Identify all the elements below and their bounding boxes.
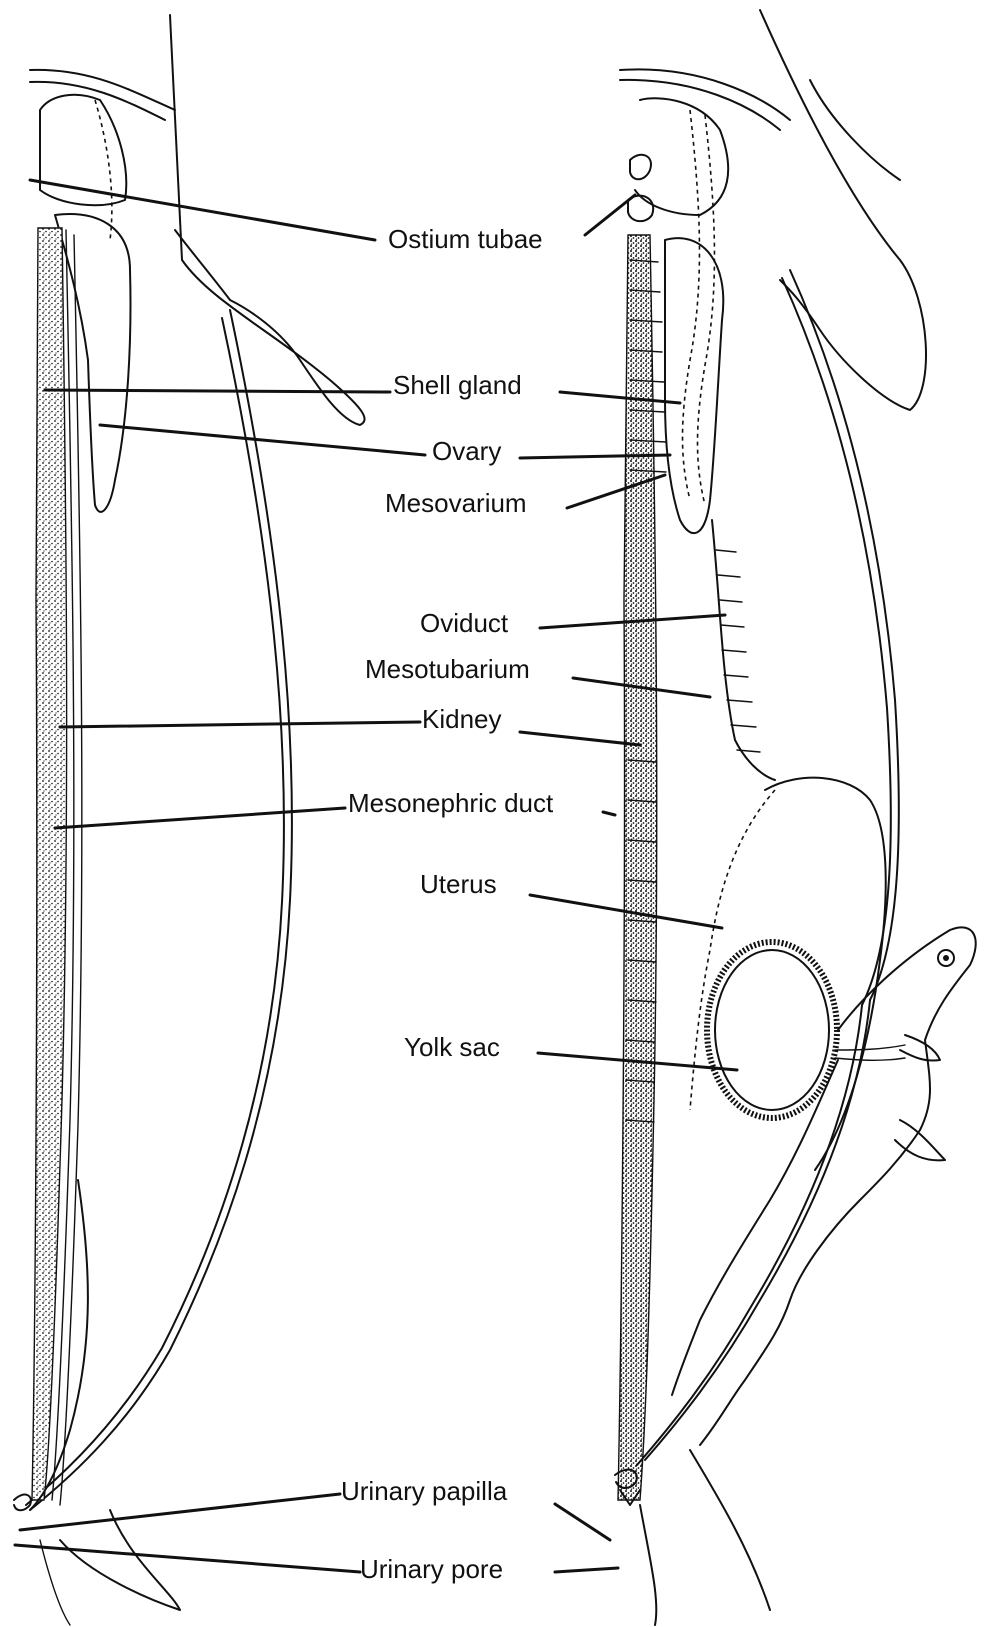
- label-yolk-sac: Yolk sac: [404, 1032, 500, 1062]
- embryo-pupil: [943, 955, 949, 961]
- label-oviduct: Oviduct: [420, 608, 509, 638]
- leader-ovary-left: [100, 425, 425, 455]
- leader-mesonephric-left: [55, 808, 345, 828]
- right-body-wall-top-b: [620, 80, 780, 130]
- leader-ostium-right: [585, 195, 635, 235]
- label-urinary-pore: Urinary pore: [360, 1554, 503, 1584]
- right-fin-inner: [810, 80, 900, 180]
- right-shell-gland-ovary: [665, 238, 723, 533]
- leader-mesonephric-right: [603, 812, 615, 815]
- label-urinary-papilla: Urinary papilla: [341, 1476, 508, 1506]
- left-tail-fin: [60, 1510, 180, 1610]
- yolk-sac-shell: [707, 942, 837, 1118]
- right-tail-edge-a: [640, 1505, 656, 1625]
- left-kidney-strip: [32, 228, 67, 1500]
- right-outer-wall-b: [782, 278, 891, 1005]
- left-inner-wall-a: [30, 310, 292, 1510]
- yolk-stalk-a: [835, 1045, 905, 1050]
- label-ostium-tubae: Ostium tubae: [388, 224, 543, 254]
- leader-kidney-left: [60, 722, 420, 727]
- embryo-pectoral-fin: [900, 1035, 940, 1061]
- label-mesonephric-duct: Mesonephric duct: [348, 788, 554, 818]
- label-shell-gland: Shell gland: [393, 370, 522, 400]
- label-mesovarium: Mesovarium: [385, 488, 527, 518]
- leader-kidney-right: [520, 732, 640, 745]
- leader-ostium-left: [30, 180, 375, 240]
- leader-urinary-pore-left: [15, 1545, 360, 1572]
- leader-urinary-papilla-right: [555, 1504, 610, 1540]
- right-oviduct-dashed-b: [698, 115, 715, 505]
- label-mesotubarium: Mesotubarium: [365, 654, 530, 684]
- yolk-stalk-b: [835, 1058, 905, 1060]
- label-uterus: Uterus: [420, 869, 497, 899]
- right-kidney-strip: [618, 235, 657, 1500]
- right-ostium-opening-a: [630, 155, 651, 179]
- right-tail-edge-b: [690, 1450, 770, 1610]
- leader-urinary-papilla-left: [20, 1494, 340, 1530]
- right-oviduct-dashed-a: [683, 110, 700, 500]
- leader-shell-gland-right: [560, 392, 680, 403]
- leader-urinary-pore-right: [555, 1568, 618, 1572]
- label-kidney: Kidney: [422, 704, 502, 734]
- labels: Ostium tubae Shell gland Ovary Mesovariu…: [341, 224, 554, 1584]
- right-body-wall-top-a: [620, 69, 790, 120]
- leader-shell-gland-left: [45, 390, 390, 392]
- left-tail-edge: [40, 1540, 70, 1625]
- right-outer-wall-a: [790, 270, 899, 1000]
- label-ovary: Ovary: [432, 436, 501, 466]
- right-fin-outline: [760, 10, 926, 410]
- right-body-drawing: [615, 10, 976, 1625]
